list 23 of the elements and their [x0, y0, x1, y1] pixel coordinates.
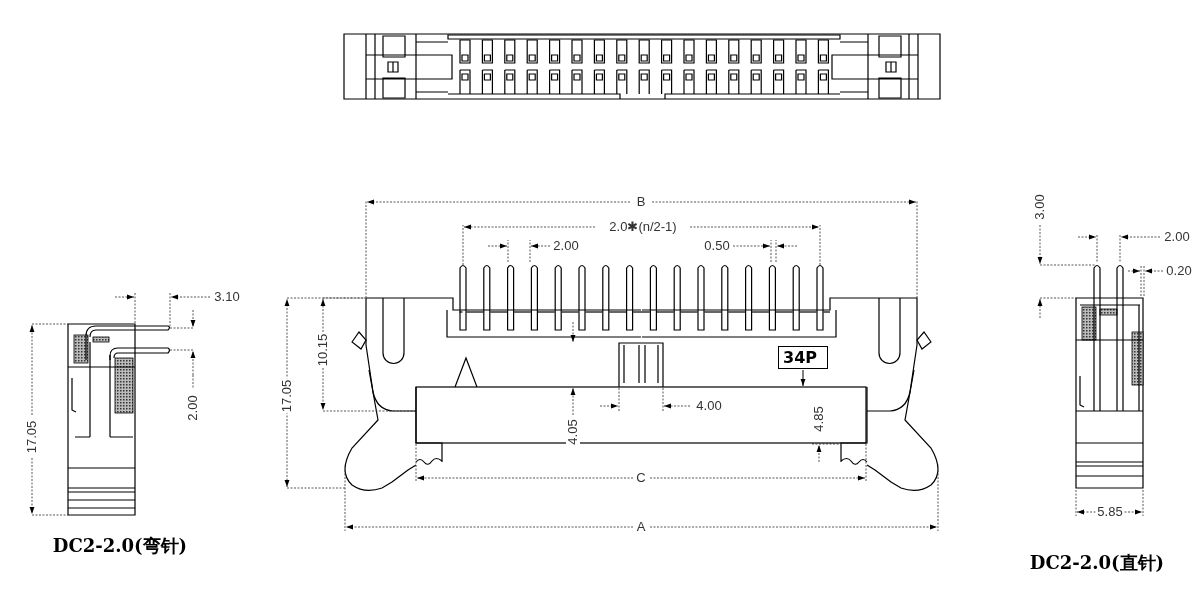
- dimension-label: C: [635, 471, 647, 485]
- dimension-label: 17.05: [280, 378, 294, 414]
- dimension-label: B: [635, 195, 647, 209]
- callout-box: 34P: [778, 346, 828, 369]
- dimension-label: 17.05: [25, 419, 39, 455]
- dimension-label: 5.85: [1096, 505, 1124, 519]
- dimension-label: 0.50: [703, 239, 731, 253]
- dimension-label: A: [635, 520, 647, 534]
- dimension-label: 4.05: [566, 418, 580, 446]
- dimension-label: 2.00: [1163, 230, 1191, 244]
- dimension-label: 10.15: [316, 332, 330, 368]
- dimension-label: 2.00: [552, 239, 580, 253]
- view-title: DC2-2.0(弯针): [52, 536, 188, 556]
- dimension-label: 0.20: [1165, 264, 1193, 278]
- dimension-label: 3.10: [213, 290, 241, 304]
- leader-arrow: [800, 369, 806, 387]
- dimension-label: 4.00: [695, 399, 723, 413]
- dimension-label: 3.00: [1033, 193, 1047, 221]
- housing-body: [415, 386, 867, 444]
- dimension-label: 2.0✱(n/2-1): [608, 220, 678, 234]
- dimension-label: 4.85: [812, 405, 826, 433]
- view-title: DC2-2.0(直针): [1029, 553, 1165, 573]
- dimension-label: 2.00: [186, 394, 200, 422]
